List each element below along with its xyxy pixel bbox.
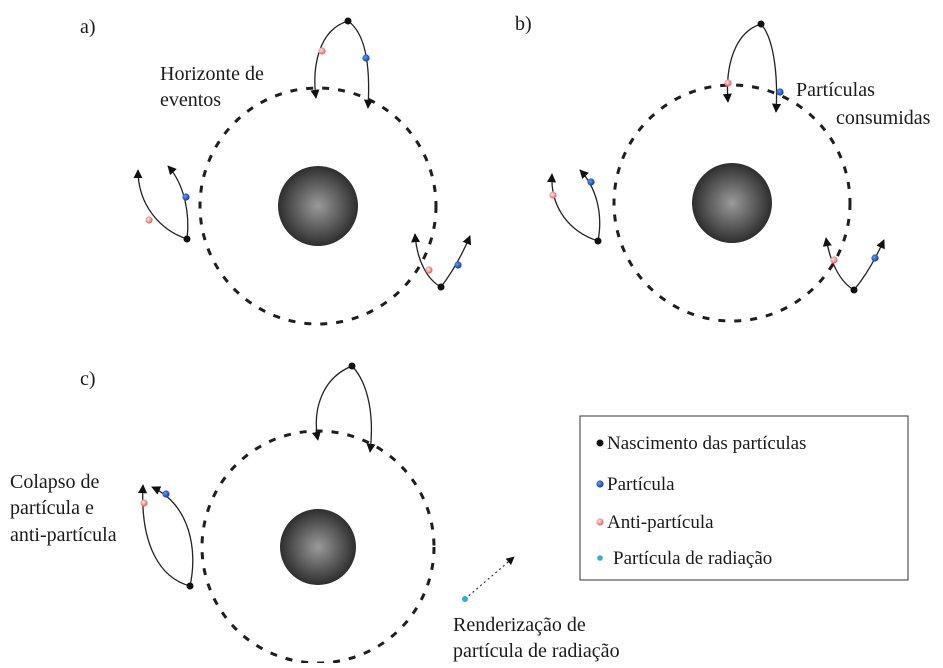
particle xyxy=(362,54,370,62)
birth-point xyxy=(344,17,352,25)
blue-dot-icon xyxy=(596,480,604,488)
particle xyxy=(871,254,879,262)
pair-right-a xyxy=(411,233,472,291)
birth-point xyxy=(437,283,445,291)
legend-item-birth: Nascimento das partículas xyxy=(596,433,806,454)
collapse-label-line1: Colapso de xyxy=(10,471,100,493)
panel-b: b) Partículas consumidas xyxy=(515,13,931,323)
black-hole-c xyxy=(280,509,356,585)
legend: Nascimento das partículas Partícula Anti… xyxy=(579,415,909,581)
panel-a: a) Horizonte de eventos xyxy=(80,16,472,326)
legend-item-label: Partícula de radiação xyxy=(613,548,772,569)
birth-point xyxy=(594,237,602,245)
legend-item-label: Partícula xyxy=(607,474,675,495)
event-horizon-b xyxy=(612,83,852,323)
rendering-label-line1: Renderização de xyxy=(453,614,586,636)
pair-collapse-c xyxy=(138,484,194,590)
birth-point xyxy=(348,362,356,370)
rendering-label-line2: partícula de radiação xyxy=(453,640,620,662)
legend-item-particle: Partícula xyxy=(596,474,675,495)
birth-point xyxy=(757,20,765,28)
antiparticle xyxy=(318,47,326,55)
panel-c-label: c) xyxy=(80,368,96,390)
panel-b-label: b) xyxy=(515,13,532,35)
legend-item-label: Anti-partícula xyxy=(607,512,714,533)
panel-c: c) Colapso de partícula e anti-partícula… xyxy=(10,362,620,665)
pair-top-a xyxy=(310,17,374,109)
birth-point xyxy=(186,582,194,590)
particle xyxy=(776,88,784,96)
legend-item-label: Nascimento das partículas xyxy=(607,433,806,454)
consumed-label-line1: Partículas xyxy=(796,79,875,101)
legend-item-radiation: Partícula de radiação xyxy=(597,548,772,569)
particle xyxy=(587,178,595,186)
pair-top-b xyxy=(722,20,784,113)
collapse-label-line3: anti-partícula xyxy=(10,524,117,546)
antiparticle xyxy=(724,79,732,87)
legend-item-antiparticle: Anti-partícula xyxy=(596,512,714,533)
radiation-escape xyxy=(462,556,515,602)
antiparticle xyxy=(830,256,838,264)
birth-point xyxy=(850,286,858,294)
particle xyxy=(454,261,462,269)
pair-top-c xyxy=(311,362,376,453)
horizon-label-line1: Horizonte de xyxy=(160,63,264,85)
antiparticle xyxy=(145,216,153,224)
legend-box xyxy=(579,415,909,581)
radiation-particle xyxy=(462,596,468,602)
collapse-label-line2: partícula e xyxy=(10,497,94,519)
antiparticle xyxy=(549,191,557,199)
particle xyxy=(162,490,170,498)
antiparticle xyxy=(140,499,148,507)
antiparticle xyxy=(425,266,433,274)
particle xyxy=(182,193,190,201)
pair-right-b xyxy=(822,237,885,294)
pink-dot-icon xyxy=(596,518,604,526)
black-hole-a xyxy=(278,166,358,246)
panel-a-label: a) xyxy=(80,16,96,38)
pair-left-b xyxy=(546,169,602,245)
birth-point xyxy=(183,235,191,243)
pair-left-a xyxy=(133,165,191,243)
cyan-dot-icon xyxy=(597,555,603,561)
black-hole-b xyxy=(692,163,772,243)
event-horizon-a xyxy=(198,86,438,326)
horizon-label-line2: eventos xyxy=(160,89,221,111)
consumed-label-line2: consumidas xyxy=(836,107,931,129)
black-dot-icon xyxy=(596,439,604,447)
